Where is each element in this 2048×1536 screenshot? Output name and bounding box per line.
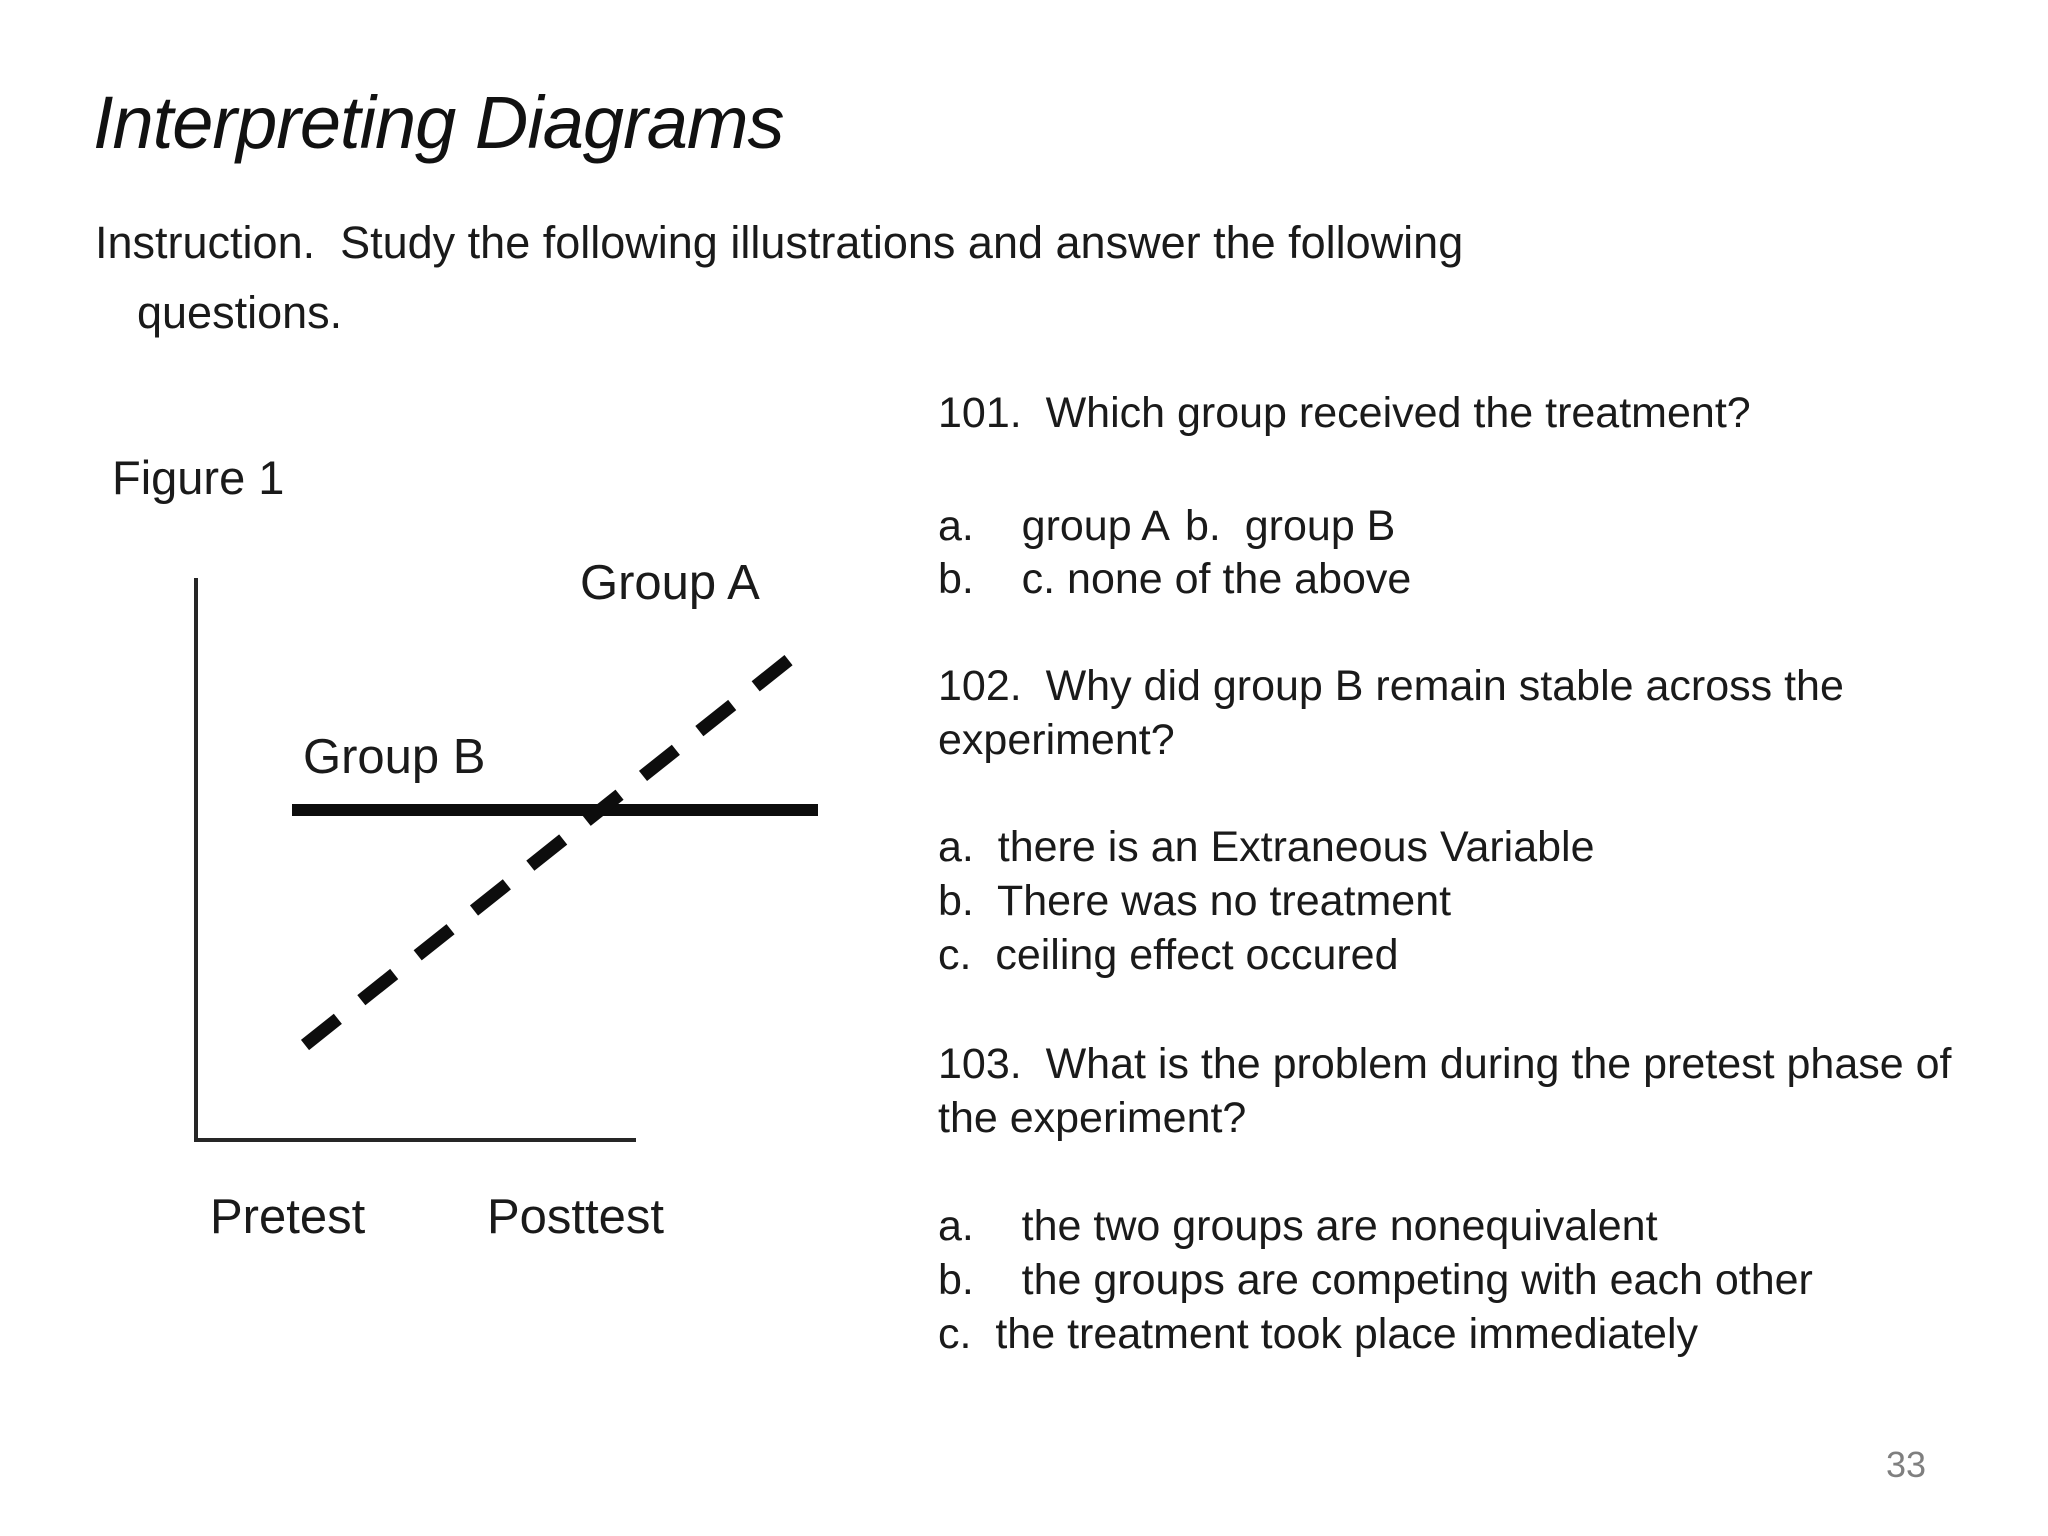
page-number: 33 bbox=[1886, 1444, 1927, 1485]
figure-caption: Figure 1 bbox=[112, 451, 285, 504]
question-103-option-c: c. the treatment took place immediately bbox=[938, 1310, 1699, 1358]
instruction-line-1: Instruction. Study the following illustr… bbox=[95, 217, 1464, 268]
slide-title: Interpreting Diagrams bbox=[93, 81, 785, 164]
question-103-text-line-2: the experiment? bbox=[938, 1094, 1247, 1142]
question-103-text-line-1: 103. What is the problem during the pret… bbox=[938, 1040, 1952, 1088]
group-a-dashed-line bbox=[300, 649, 800, 1051]
question-103-option-b: b. the groups are competing with each ot… bbox=[938, 1256, 1813, 1304]
question-102-option-a: a. there is an Extraneous Variable bbox=[938, 823, 1595, 871]
group-a-label: Group A bbox=[580, 556, 760, 610]
question-102-text-line-2: experiment? bbox=[938, 716, 1175, 764]
group-b-label: Group B bbox=[303, 730, 486, 784]
question-101-option-c: b. c. none of the above bbox=[938, 555, 1412, 603]
pretest-axis-label: Pretest bbox=[210, 1190, 366, 1244]
question-102-option-b: b. There was no treatment bbox=[938, 877, 1452, 925]
question-101-options-row: a. group A b. group B bbox=[938, 505, 1638, 555]
question-102-text-line-1: 102. Why did group B remain stable acros… bbox=[938, 662, 1844, 710]
instruction-line-2: questions. bbox=[137, 287, 343, 338]
question-101-text: 101. Which group received the treatment? bbox=[938, 389, 1751, 437]
question-101-option-a: a. group A bbox=[938, 502, 1170, 550]
posttest-axis-label: Posttest bbox=[487, 1190, 665, 1244]
question-102-option-c: c. ceiling effect occured bbox=[938, 931, 1399, 979]
question-103-option-a: a. the two groups are nonequivalent bbox=[938, 1202, 1658, 1250]
question-101-option-b: b. group B bbox=[1185, 502, 1396, 550]
